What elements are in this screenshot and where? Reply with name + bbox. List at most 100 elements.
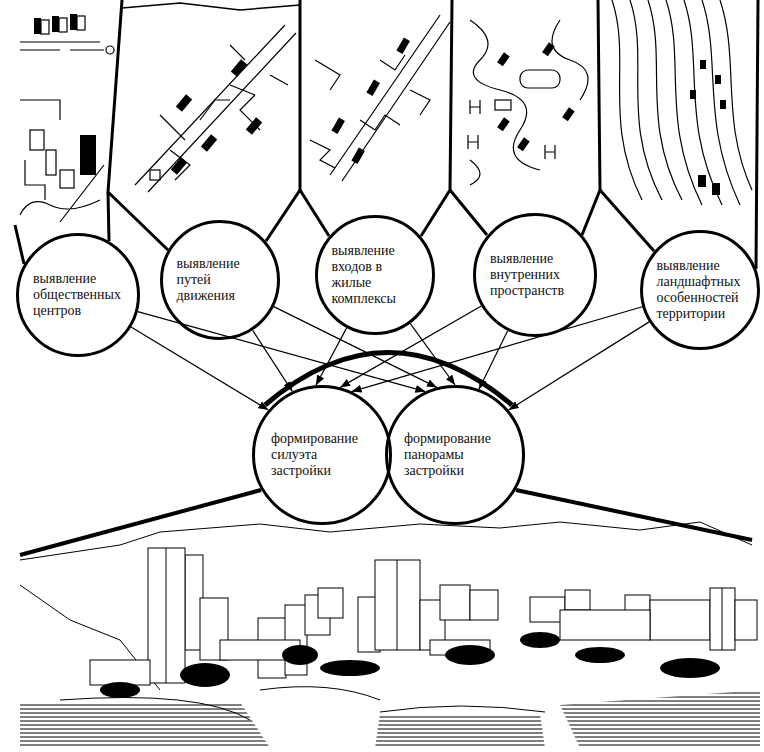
building-block	[497, 52, 510, 66]
circle-node: формирование силуэта застройки	[252, 385, 392, 525]
panorama-building	[318, 588, 343, 618]
band-frame	[756, 0, 758, 269]
plan-sketch	[20, 42, 104, 50]
building-block	[80, 135, 96, 175]
circle-outline	[254, 387, 391, 524]
focus-arc	[265, 353, 512, 406]
node-label: выявление входов в жилые комплексы	[332, 243, 419, 307]
building-block	[497, 117, 510, 131]
band-top-edge	[122, 3, 300, 10]
building-block	[715, 75, 721, 84]
arrow-connector	[253, 330, 293, 391]
plan-sketch	[20, 0, 752, 222]
panorama-building	[90, 548, 757, 685]
building-block	[698, 175, 706, 187]
plan-sketch	[46, 150, 56, 175]
circle-node: выявление входов в жилые комплексы	[315, 215, 435, 335]
panorama-building	[565, 590, 590, 610]
building-block	[351, 147, 365, 163]
text-group: выявление внутренних пространств	[490, 251, 580, 299]
text-group: формирование силуэта застройки	[271, 431, 373, 479]
panorama-building	[470, 590, 498, 620]
band-frame	[108, 192, 109, 241]
building-block	[712, 183, 720, 195]
plan-sketch	[135, 25, 296, 192]
plan-sketch	[310, 55, 430, 168]
arrow-connector	[316, 328, 347, 385]
panorama-building	[735, 600, 757, 640]
building-block	[562, 107, 575, 121]
building-block	[366, 79, 380, 95]
terrain-hatch	[375, 714, 545, 748]
circle-outline	[317, 217, 434, 334]
view-ray	[20, 490, 752, 555]
skyline-horizon	[20, 585, 160, 690]
tree-mass	[445, 645, 495, 665]
terrain-hatch	[560, 690, 760, 748]
circle-outline	[162, 222, 279, 339]
panorama-building	[166, 548, 722, 683]
panorama-building	[90, 660, 150, 685]
circle-node: выявление внутренних пространств	[473, 213, 597, 337]
plan-sketch	[30, 130, 44, 150]
building-block	[396, 37, 410, 53]
circle-node: формирование панорамы застройки	[385, 385, 525, 525]
skyline-horizon	[20, 522, 752, 690]
arrow-connector	[340, 306, 481, 387]
plan-sketch	[612, 0, 752, 205]
building-block	[542, 42, 555, 56]
node-label: выявление путей движения	[177, 256, 264, 304]
circle-node: выявление ландшафтных особенностей терри…	[640, 230, 760, 350]
band-frame	[300, 190, 329, 236]
tree-mass	[320, 660, 380, 676]
building-block	[720, 100, 726, 109]
plan-sketch	[20, 100, 60, 200]
view-ray	[516, 490, 752, 540]
plan-sketch	[520, 70, 560, 88]
text-group: выявление путей движения	[177, 256, 264, 304]
building-block	[201, 134, 217, 151]
text-group: выявление входов в жилые комплексы	[332, 243, 419, 307]
text-group: выявление ландшафтных особенностей терри…	[657, 258, 744, 322]
building-block	[34, 18, 41, 34]
node-label: выявление внутренних пространств	[490, 251, 580, 299]
building-block	[171, 157, 187, 174]
node-label: формирование силуэта застройки	[271, 431, 373, 479]
circle-outline	[642, 232, 759, 349]
building-block	[246, 117, 262, 134]
building-block	[690, 90, 696, 99]
building-block	[70, 14, 77, 30]
building-block	[52, 16, 59, 32]
plan-sketch	[330, 15, 450, 181]
band-frame	[108, 0, 168, 250]
circle-node: выявление общественных центров	[16, 233, 140, 357]
plan-sketch	[41, 20, 49, 34]
band-frame	[450, 190, 487, 235]
plan-sketch	[77, 16, 85, 30]
band-frame	[15, 0, 758, 269]
plan-sketch	[60, 170, 74, 188]
terrain-hatch	[20, 687, 760, 748]
building-block	[331, 117, 345, 133]
building-block	[517, 137, 530, 151]
tree-mass	[100, 682, 140, 698]
building-block	[34, 14, 726, 195]
tree-mass	[100, 632, 720, 698]
band-frame	[582, 0, 600, 235]
tree-mass	[575, 647, 625, 663]
plan-sketch	[470, 20, 588, 185]
view-ray	[20, 490, 261, 555]
plan-sketch	[59, 18, 67, 32]
focus-arc	[265, 353, 512, 406]
circle-outline	[18, 235, 139, 356]
node-label: формирование панорамы застройки	[404, 431, 506, 479]
text-group: выявление общественных центров	[33, 271, 123, 319]
plan-sketch	[150, 170, 160, 180]
band-frame	[15, 225, 24, 264]
building-block	[700, 60, 706, 69]
node-label: выявление ландшафтных особенностей терри…	[657, 258, 744, 322]
circle-node: выявление путей движения	[160, 220, 280, 340]
building-block	[231, 59, 247, 76]
